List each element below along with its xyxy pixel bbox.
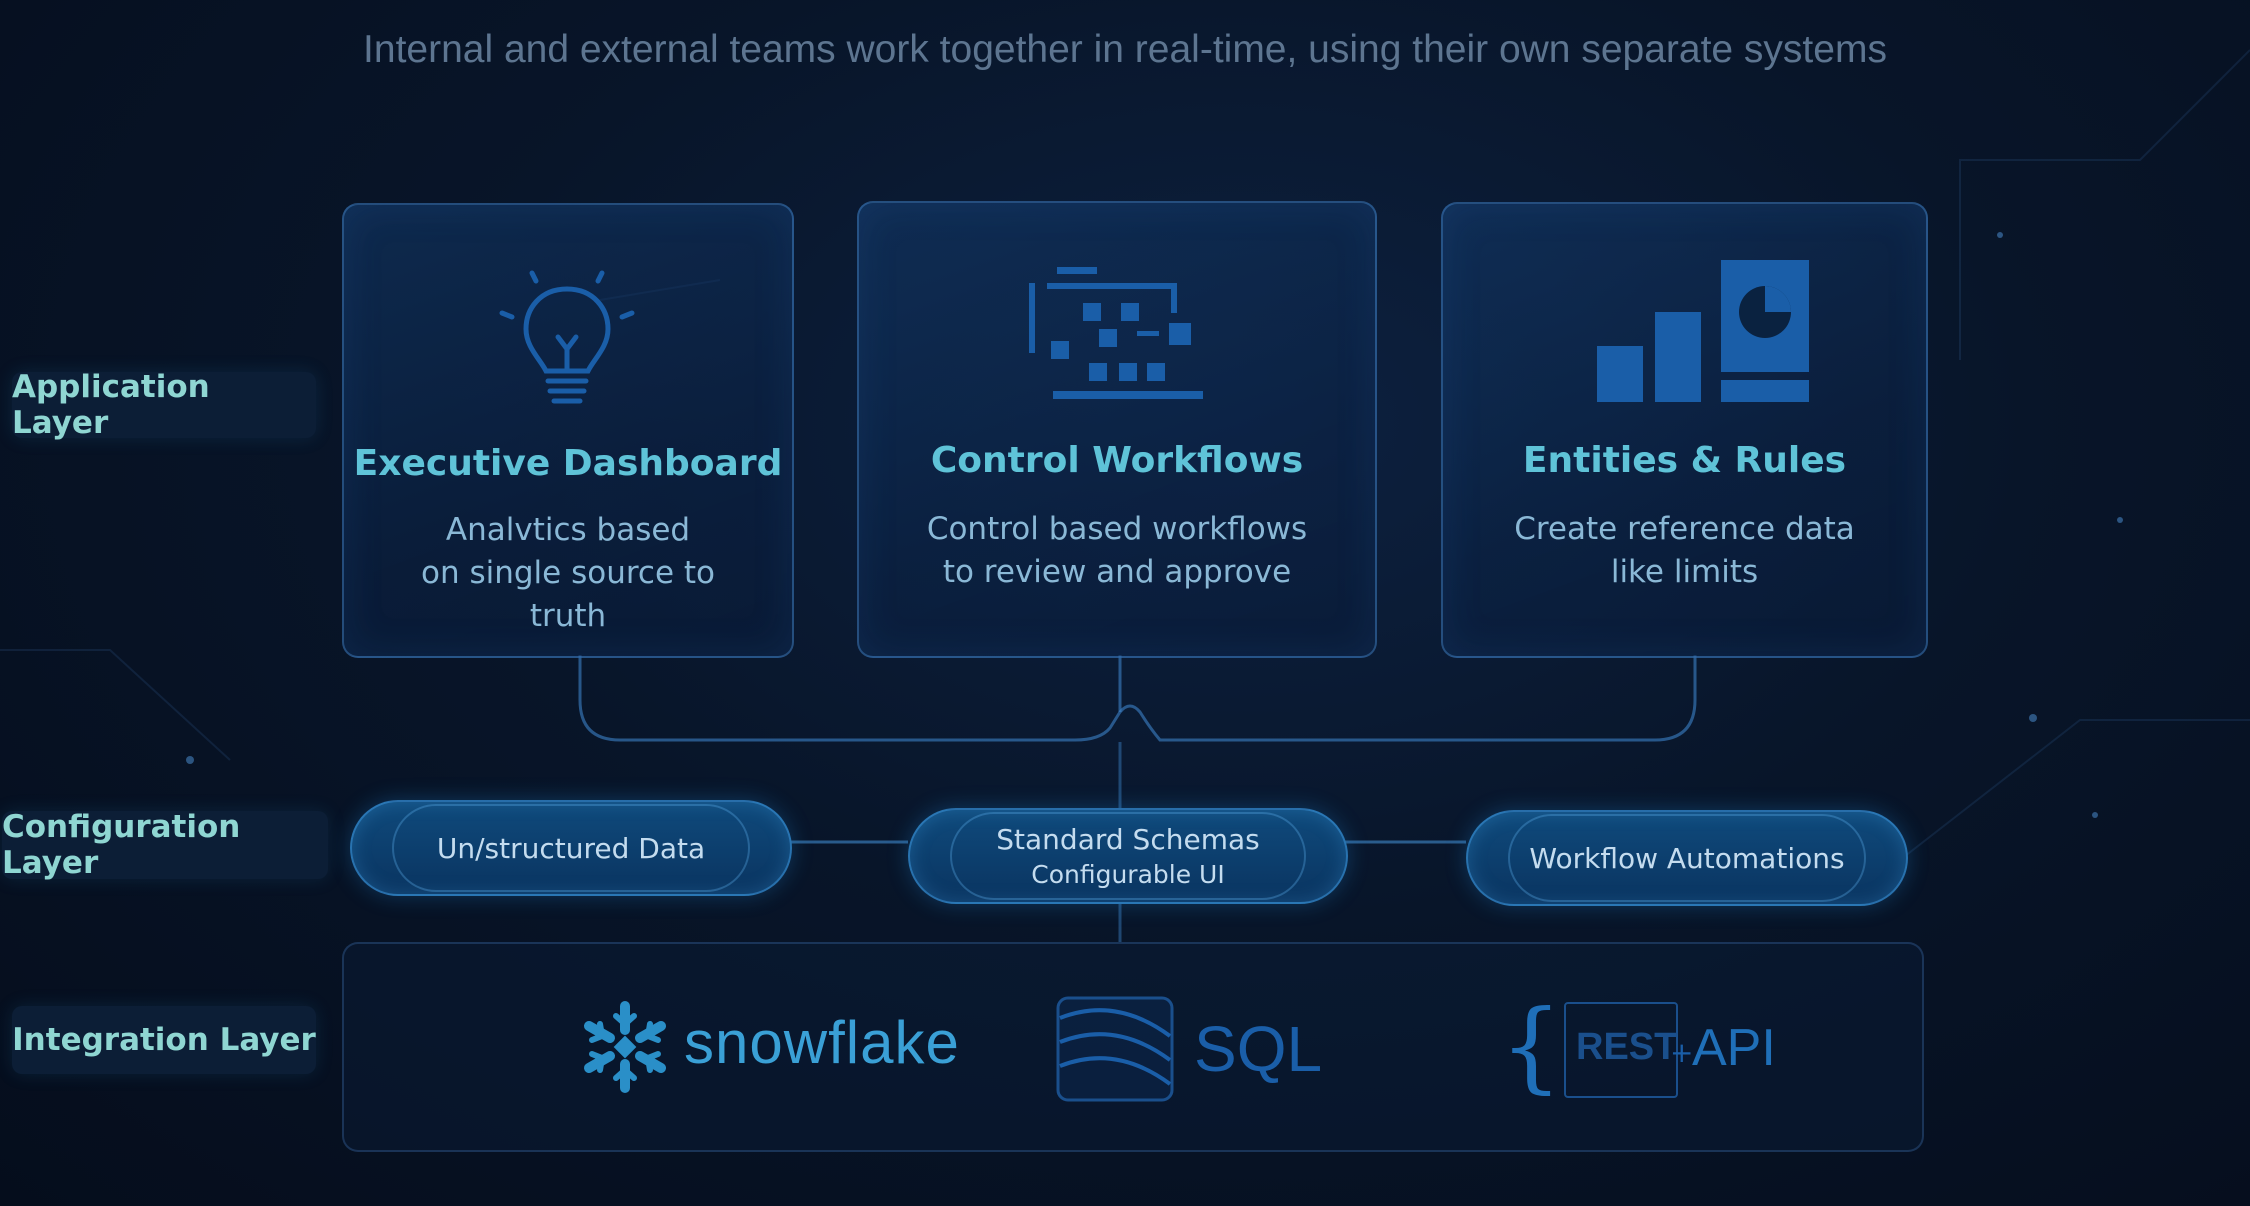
card-title: Executive Dashboard [353, 443, 783, 484]
card-description: Control based workflows to review and ap… [859, 508, 1375, 594]
pill-label: Un/structured Data [436, 831, 706, 865]
brace-icon: { [1500, 990, 1563, 1104]
lightbulb-icon [499, 270, 635, 404]
unstructured-data-pill[interactable]: Un/structured Data [350, 800, 792, 896]
pill-inner: Standard Schemas Configurable UI [950, 812, 1306, 900]
standard-schemas-pill[interactable]: Standard Schemas Configurable UI [908, 808, 1348, 904]
bar-chart-report-icon [1597, 260, 1809, 402]
card-desc-line: Analvtics based [445, 512, 691, 548]
snowflake-label: snowflake [684, 1009, 960, 1076]
card-title: Control Workflows [930, 440, 1304, 481]
pill-inner: Workflow Automations [1508, 814, 1866, 902]
card-description: Analvtics based on single source to trut… [344, 509, 792, 638]
rest-label: REST [1576, 1026, 1678, 1068]
workflow-grid-icon [1029, 267, 1203, 399]
card-description: Create reference data like limits [1443, 508, 1926, 594]
card-bracket [578, 655, 1697, 742]
pill-label: Standard Schemas [996, 823, 1260, 856]
card-desc-line: Create reference data [1514, 511, 1855, 547]
card-desc-line: on single source to [420, 555, 715, 591]
entities-rules-card[interactable]: Entities & Rules Create reference data l… [1441, 202, 1928, 658]
tagline: Internal and external teams work togethe… [363, 28, 1887, 71]
snowflake-icon [584, 1001, 666, 1093]
card-desc-line: like limits [1610, 554, 1759, 590]
workflow-automations-pill[interactable]: Workflow Automations [1466, 810, 1908, 906]
api-label: API [1692, 1019, 1776, 1077]
configuration-layer-label: Configuration Layer [2, 809, 328, 881]
pill-label: Workflow Automations [1529, 841, 1845, 875]
card-desc-line: truth [529, 598, 607, 634]
database-icon [1056, 996, 1174, 1102]
card-title: Entities & Rules [1522, 440, 1847, 481]
pill-sublabel: Configurable UI [1031, 860, 1225, 889]
plus-icon: + [1670, 1036, 1694, 1069]
application-layer-label: Application Layer [12, 369, 316, 441]
card-desc-line: Control based workflows [926, 511, 1308, 547]
integration-layer-label: Integration Layer [12, 1006, 316, 1074]
rest-api-box [1564, 1002, 1678, 1098]
card-desc-line: to review and approve [942, 554, 1292, 590]
pill-inner: Un/structured Data [392, 804, 750, 892]
sql-label: SQL [1194, 1013, 1323, 1085]
executive-dashboard-card[interactable]: Executive Dashboard Analvtics based on s… [342, 203, 794, 658]
control-workflows-card[interactable]: Control Workflows Control based workflow… [857, 201, 1377, 658]
